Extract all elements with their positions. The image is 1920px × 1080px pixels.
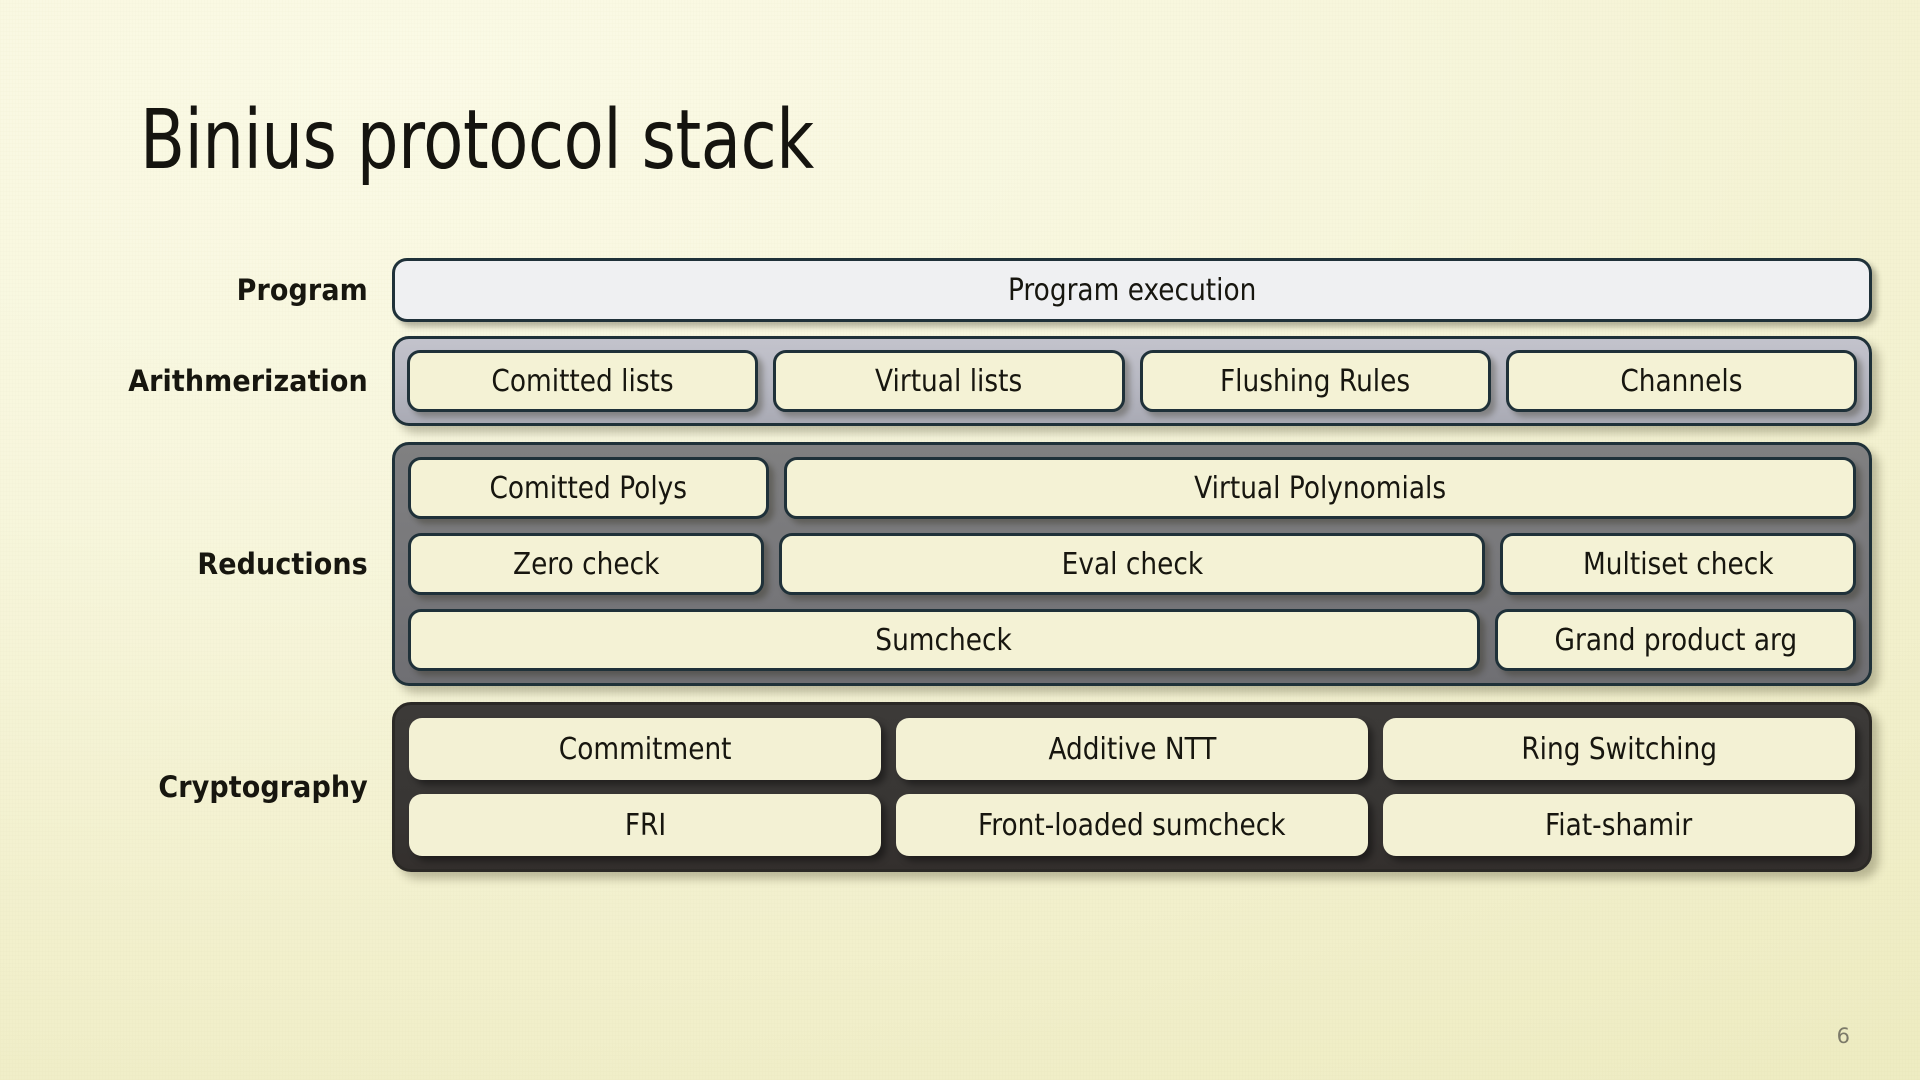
box-ring-switching[interactable]: Ring Switching xyxy=(1383,718,1855,780)
layer-label-program: Program xyxy=(236,273,368,307)
row: Commitment Additive NTT Ring Switching xyxy=(409,718,1855,780)
box-flushing-rules[interactable]: Flushing Rules xyxy=(1139,350,1491,412)
box-fiat-shamir[interactable]: Fiat-shamir xyxy=(1383,794,1855,856)
box-fri[interactable]: FRI xyxy=(409,794,881,856)
box-label: Program execution xyxy=(1007,272,1257,308)
box-label: Ring Switching xyxy=(1521,731,1717,767)
layer-body-reductions: Comitted Polys Virtual Polynomials Zero … xyxy=(392,442,1920,686)
box-label: Grand product arg xyxy=(1554,622,1797,658)
box-label: Multiset check xyxy=(1582,546,1774,582)
box-multiset-check[interactable]: Multiset check xyxy=(1500,533,1856,595)
box-label: Zero check xyxy=(512,546,660,582)
layer-body-program: Program execution xyxy=(392,258,1920,322)
box-grand-product-arg[interactable]: Grand product arg xyxy=(1494,609,1856,671)
layer-body-arithmerization: Comitted lists Virtual lists Flushing Ru… xyxy=(392,336,1920,426)
box-label: Fiat-shamir xyxy=(1545,807,1693,843)
box-sumcheck[interactable]: Sumcheck xyxy=(408,609,1480,671)
box-label: FRI xyxy=(624,807,666,843)
protocol-stack-diagram: Program Program execution Arithmerizatio… xyxy=(0,258,1920,872)
box-commitment[interactable]: Commitment xyxy=(409,718,881,780)
box-eval-check[interactable]: Eval check xyxy=(779,533,1485,595)
box-comitted-lists[interactable]: Comitted lists xyxy=(407,350,759,412)
box-additive-ntt[interactable]: Additive NTT xyxy=(896,718,1368,780)
box-label: Comitted Polys xyxy=(489,470,688,506)
box-label: Flushing Rules xyxy=(1220,363,1411,399)
container-cryptography: Commitment Additive NTT Ring Switching F… xyxy=(392,702,1872,872)
layer-reductions: Reductions Comitted Polys Virtual Polyno… xyxy=(0,442,1920,686)
box-label: Additive NTT xyxy=(1048,731,1216,767)
row: Comitted Polys Virtual Polynomials xyxy=(408,457,1856,519)
box-label: Comitted lists xyxy=(491,363,674,399)
layer-label-reductions: Reductions xyxy=(197,547,368,581)
box-label: Channels xyxy=(1620,363,1743,399)
row: Zero check Eval check Multiset check xyxy=(408,533,1856,595)
row: Comitted lists Virtual lists Flushing Ru… xyxy=(407,350,1857,412)
page-number: 6 xyxy=(1836,1024,1850,1048)
container-arithmerization: Comitted lists Virtual lists Flushing Ru… xyxy=(392,336,1872,426)
box-label: Eval check xyxy=(1061,546,1203,582)
row: Sumcheck Grand product arg xyxy=(408,609,1856,671)
row: FRI Front-loaded sumcheck Fiat-shamir xyxy=(409,794,1855,856)
box-zero-check[interactable]: Zero check xyxy=(408,533,764,595)
container-reductions: Comitted Polys Virtual Polynomials Zero … xyxy=(392,442,1872,686)
layer-program: Program Program execution xyxy=(0,258,1920,322)
layer-label-arithmerization: Arithmerization xyxy=(128,364,368,398)
layer-body-cryptography: Commitment Additive NTT Ring Switching F… xyxy=(392,702,1920,872)
box-label: Sumcheck xyxy=(875,622,1013,658)
box-label: Virtual lists xyxy=(875,363,1023,399)
box-label: Commitment xyxy=(558,731,732,767)
layer-label-cryptography: Cryptography xyxy=(158,770,368,804)
page-title: Binius protocol stack xyxy=(140,93,814,188)
box-virtual-lists[interactable]: Virtual lists xyxy=(773,350,1125,412)
box-channels[interactable]: Channels xyxy=(1505,350,1857,412)
box-label: Front-loaded sumcheck xyxy=(978,807,1286,843)
box-label: Virtual Polynomials xyxy=(1194,470,1447,506)
layer-cryptography: Cryptography Commitment Additive NTT Rin… xyxy=(0,702,1920,872)
box-program-execution[interactable]: Program execution xyxy=(392,258,1872,322)
layer-arithmerization: Arithmerization Comitted lists Virtual l… xyxy=(0,336,1920,426)
box-comitted-polys[interactable]: Comitted Polys xyxy=(408,457,770,519)
box-virtual-polynomials[interactable]: Virtual Polynomials xyxy=(784,457,1856,519)
box-front-loaded-sumcheck[interactable]: Front-loaded sumcheck xyxy=(896,794,1368,856)
